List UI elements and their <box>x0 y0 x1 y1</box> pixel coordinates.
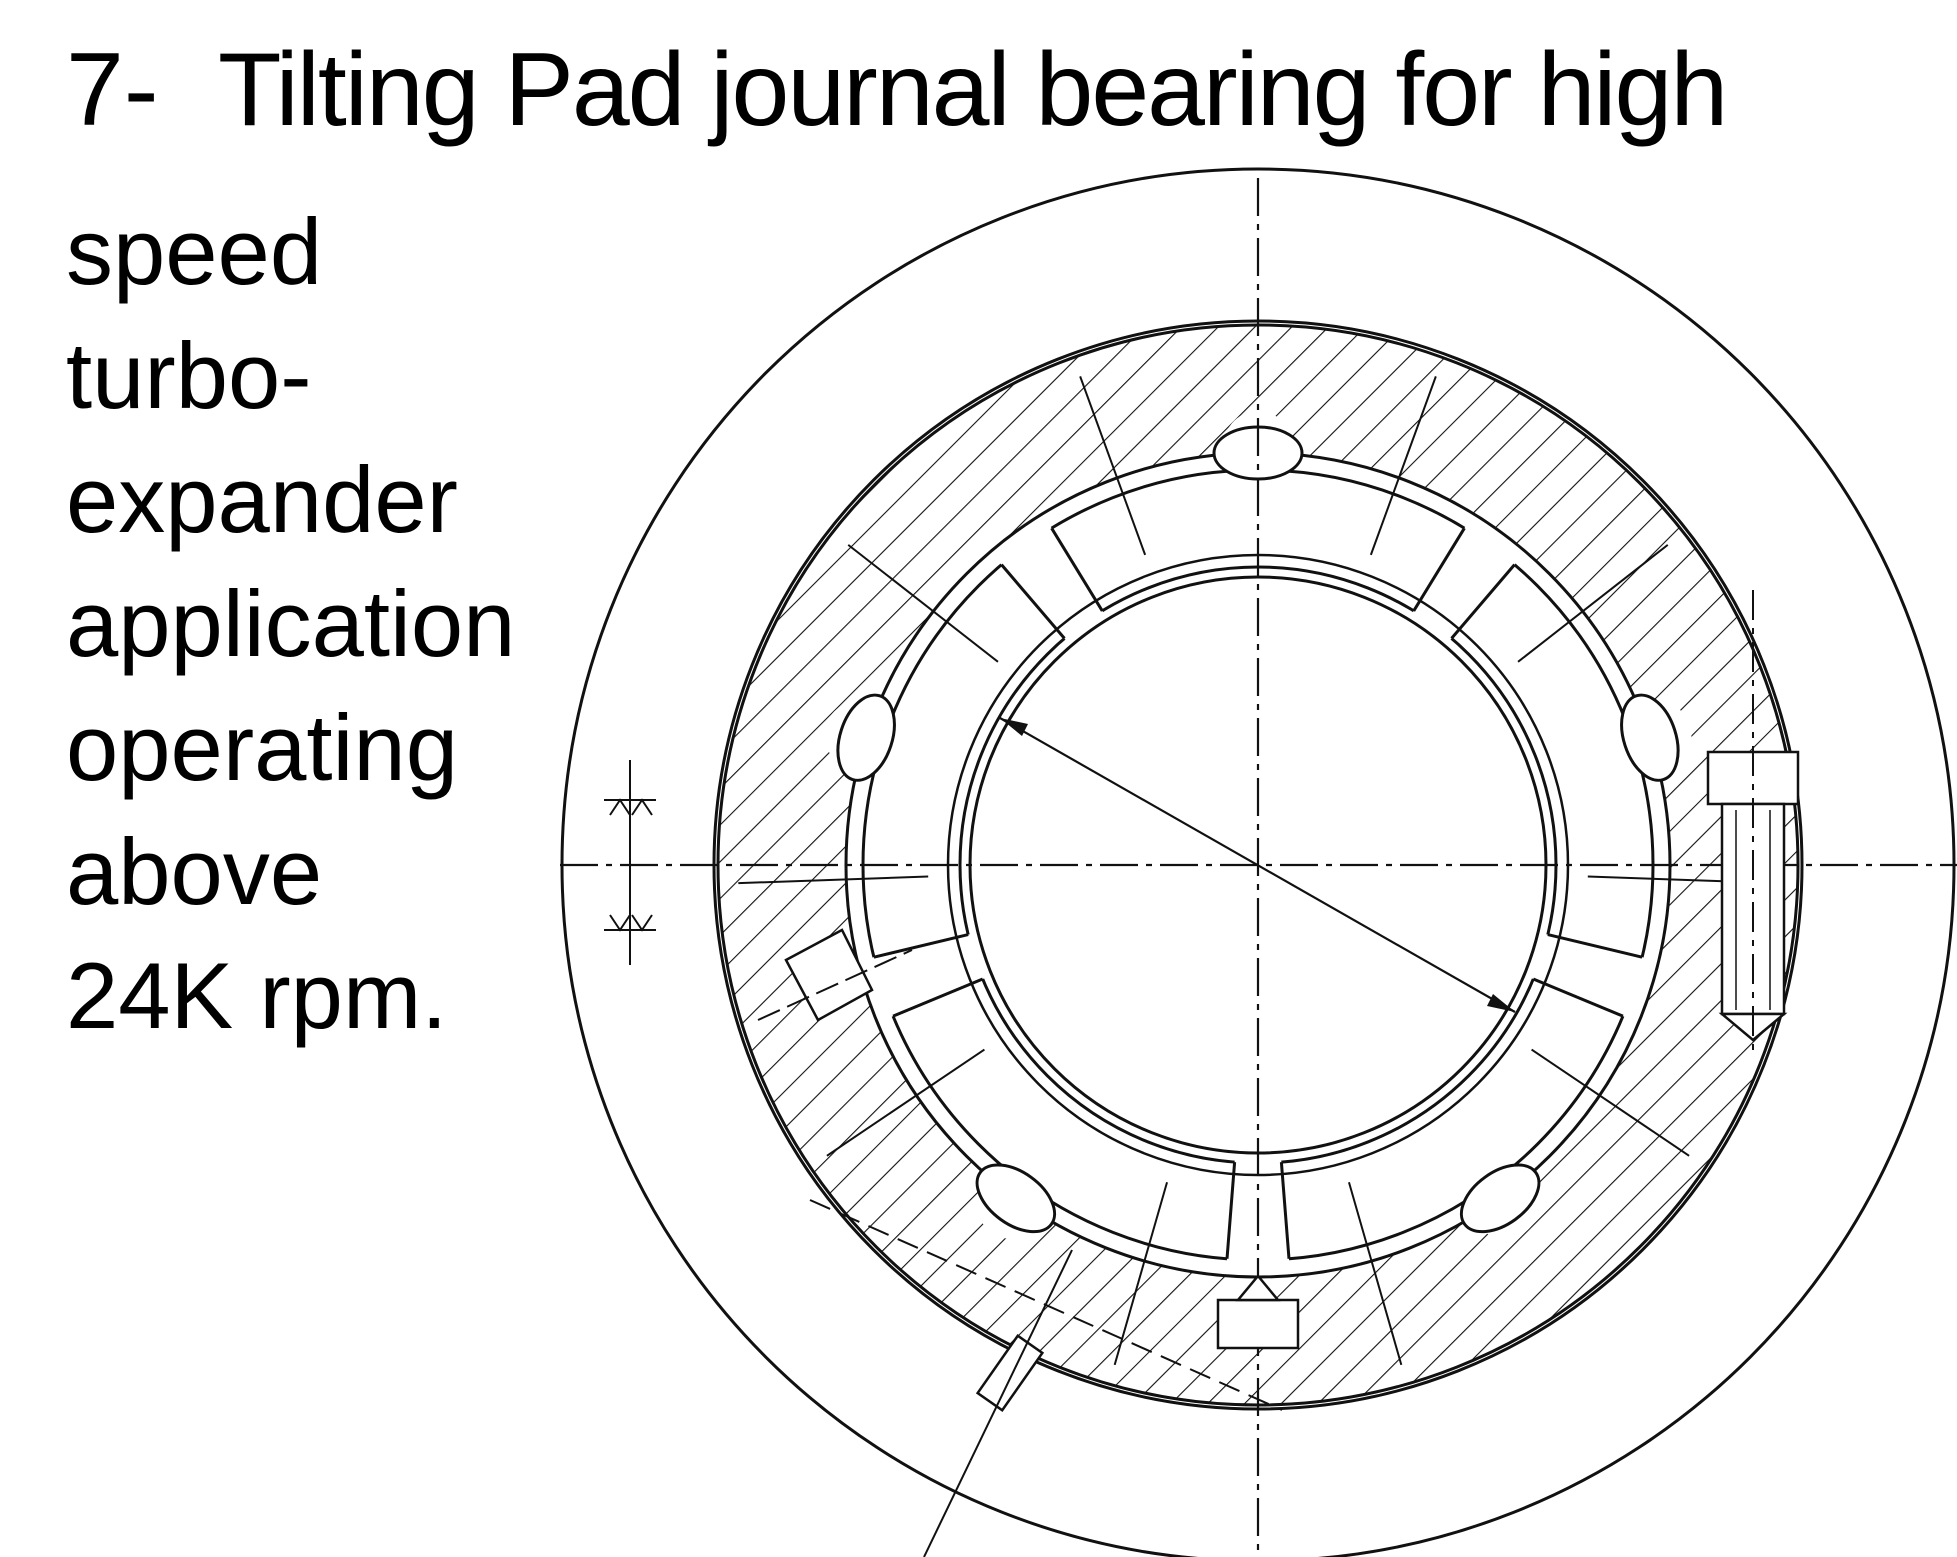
leader-line <box>738 875 929 885</box>
pad-edge <box>1225 1161 1237 1259</box>
diameter-dimension-line <box>999 717 1516 1013</box>
leader-line <box>826 1048 985 1157</box>
section-cut-marker <box>604 760 656 965</box>
pad-edge <box>1412 527 1466 612</box>
pad-pivot <box>1459 1163 1541 1234</box>
pad-edge <box>1547 933 1643 959</box>
pad-edge <box>1050 527 1104 612</box>
description-line: expander <box>66 447 458 552</box>
pad-outlines <box>873 527 1643 1259</box>
pad-edge <box>1000 563 1066 640</box>
description-line: application <box>66 571 516 676</box>
side-fitting <box>757 928 913 1022</box>
description-line: operating <box>66 695 458 800</box>
description: speed turbo- expander application operat… <box>66 190 586 1058</box>
description-line: 24K rpm. <box>66 943 448 1048</box>
slide-title: Tilting Pad journal bearing for high <box>218 32 1728 148</box>
leader-line-bottom <box>923 1249 1073 1557</box>
slide-number: 7- <box>66 32 159 148</box>
dimension-arrowhead <box>1487 994 1515 1012</box>
pad-edge <box>873 933 969 959</box>
pad-pivot <box>1620 693 1680 782</box>
leader-line <box>847 544 999 663</box>
dimension-arrowhead <box>1000 718 1028 736</box>
description-line: turbo- <box>66 323 312 428</box>
pad-pivots <box>836 425 1680 1234</box>
radial-leader-lines <box>738 376 1778 1366</box>
oil-inlet-port <box>1216 1274 1300 1350</box>
leader-line <box>1369 376 1437 556</box>
pad-edge <box>1279 1161 1291 1259</box>
leader-line <box>1347 1181 1403 1366</box>
description-line: speed <box>66 199 323 304</box>
pad-edge <box>892 977 984 1018</box>
pad-pivot <box>836 693 896 782</box>
locating-pin <box>975 1333 1045 1413</box>
leader-line <box>1517 544 1669 663</box>
pad-edge <box>1532 977 1624 1018</box>
description-line: above <box>66 819 323 924</box>
anti-rotation-bolt <box>1706 590 1800 1050</box>
leader-line <box>1079 376 1147 556</box>
pad-edge <box>1450 563 1516 640</box>
leader-line <box>1113 1181 1169 1366</box>
leader-line <box>1531 1048 1690 1157</box>
pad-pivot <box>975 1163 1057 1234</box>
